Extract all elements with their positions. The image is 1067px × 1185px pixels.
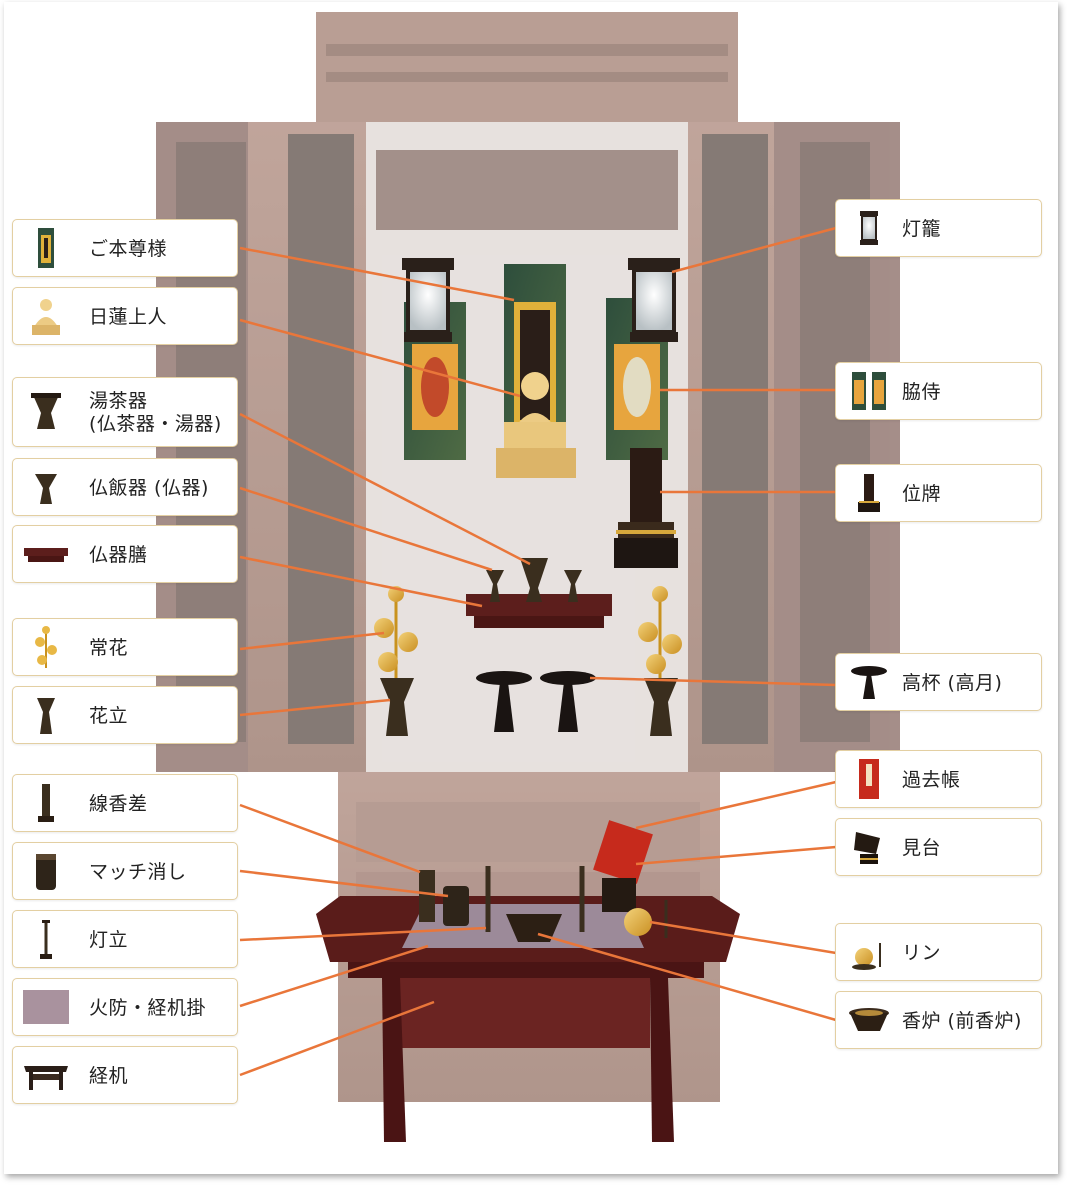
label-takatsuki-text: 高杯 (高月) <box>902 671 1003 694</box>
lantern-icon <box>844 205 894 251</box>
leader-line-gohonzon <box>239 246 515 302</box>
altar-tools <box>419 820 668 942</box>
label-senkousashi[interactable]: 線香差 <box>12 774 238 832</box>
leader-line-buppanki <box>239 486 493 572</box>
hanatate-vases <box>380 678 678 736</box>
scroll-icon <box>21 225 71 271</box>
label-gohonzon-text: ご本尊様 <box>89 237 168 260</box>
label-bukkizen[interactable]: 仏器膳 <box>12 525 238 583</box>
label-gohonzon[interactable]: ご本尊様 <box>12 219 238 277</box>
label-takatsuki[interactable]: 高杯 (高月) <box>835 653 1042 711</box>
label-tootate[interactable]: 灯立 <box>12 910 238 968</box>
label-nichiren-text: 日蓮上人 <box>89 305 168 328</box>
leader-line-kendai <box>635 845 837 866</box>
label-tourou[interactable]: 灯籠 <box>835 199 1042 257</box>
lotus-flower-icon <box>21 624 71 670</box>
death-register-icon <box>844 756 894 802</box>
leader-line-kyouzukue <box>239 1000 435 1077</box>
label-kouro[interactable]: 香炉 (前香炉) <box>835 991 1042 1049</box>
sutra-table-icon <box>21 1052 71 1098</box>
leader-line-nichiren <box>239 318 521 398</box>
label-ihai-text: 位牌 <box>902 482 942 505</box>
ihai-tablet <box>614 448 678 568</box>
label-hibou-text: 火防・経机掛 <box>89 996 207 1019</box>
pedestal-dish-icon <box>844 659 894 705</box>
vase-icon <box>21 692 71 738</box>
leader-line-tourou <box>671 226 837 274</box>
leader-line-kouro <box>537 932 837 1022</box>
leader-lines <box>239 226 837 1077</box>
label-hibou[interactable]: 火防・経机掛 <box>12 978 238 1036</box>
memorial-tablet-icon <box>844 470 894 516</box>
tea-vessel-icon <box>21 389 71 435</box>
label-tourou-text: 灯籠 <box>902 217 942 240</box>
book-stand-icon <box>844 824 894 870</box>
incense-holder-icon <box>21 780 71 826</box>
label-ihai[interactable]: 位牌 <box>835 464 1042 522</box>
label-nichiren[interactable]: 日蓮上人 <box>12 287 238 345</box>
leader-line-bukkizen <box>239 555 483 608</box>
label-yuchaki[interactable]: 湯茶器 (仏茶器・湯器) <box>12 377 238 447</box>
label-kendai[interactable]: 見台 <box>835 818 1042 876</box>
label-jouka[interactable]: 常花 <box>12 618 238 676</box>
label-wakiji[interactable]: 脇侍 <box>835 362 1042 420</box>
leader-line-jouka <box>239 631 385 651</box>
label-matchkeshi-text: マッチ消し <box>89 860 187 883</box>
match-extinguisher-icon <box>21 848 71 894</box>
label-buppanki-text: 仏飯器 (仏器) <box>89 476 209 499</box>
label-jouka-text: 常花 <box>89 636 129 659</box>
candle-stand-icon <box>21 916 71 962</box>
leader-line-yuchaki <box>239 412 531 566</box>
offering-tray <box>466 558 612 628</box>
label-kyouzukue-text: 経机 <box>89 1064 129 1087</box>
bell-icon <box>844 929 894 975</box>
label-kakochou[interactable]: 過去帳 <box>835 750 1042 808</box>
leader-line-hanatate <box>239 698 391 717</box>
label-bukkizen-text: 仏器膳 <box>89 543 148 566</box>
rice-bowl-icon <box>21 464 71 510</box>
leader-line-matchkeshi <box>239 869 449 898</box>
incense-burner-icon <box>844 997 894 1043</box>
label-kakochou-text: 過去帳 <box>902 768 961 791</box>
label-kouro-text: 香炉 (前香炉) <box>902 1009 1022 1032</box>
nichiren-statue <box>496 372 576 478</box>
label-tootate-text: 灯立 <box>89 928 129 951</box>
label-rin[interactable]: リン <box>835 923 1042 981</box>
label-buppanki[interactable]: 仏飯器 (仏器) <box>12 458 238 516</box>
label-senkousashi-text: 線香差 <box>89 792 148 815</box>
label-hanatate[interactable]: 花立 <box>12 686 238 744</box>
leader-line-takatsuki <box>589 676 837 687</box>
leader-line-hibou <box>239 944 429 1008</box>
label-kyouzukue[interactable]: 経机 <box>12 1046 238 1104</box>
label-hanatate-text: 花立 <box>89 704 129 727</box>
offering-tray-icon <box>21 531 71 577</box>
side-scrolls-icon <box>844 368 894 414</box>
label-wakiji-text: 脇侍 <box>902 380 942 403</box>
label-yuchaki-text: 湯茶器 (仏茶器・湯器) <box>89 390 222 435</box>
leader-line-senkousashi <box>239 803 421 874</box>
diagram-card: ご本尊様 日蓮上人 湯茶器 (仏茶器・湯器) 仏飯器 (仏器) 仏器膳 常花 <box>4 2 1058 1174</box>
takatsuki-dishes <box>476 671 596 732</box>
leader-line-kakochou <box>635 780 837 830</box>
statue-icon <box>21 293 71 339</box>
leader-line-rin <box>649 920 837 955</box>
label-kendai-text: 見台 <box>902 836 942 859</box>
leader-line-tootate <box>239 926 487 942</box>
table-cloth-icon <box>21 984 71 1030</box>
label-matchkeshi[interactable]: マッチ消し <box>12 842 238 900</box>
label-rin-text: リン <box>902 941 942 964</box>
